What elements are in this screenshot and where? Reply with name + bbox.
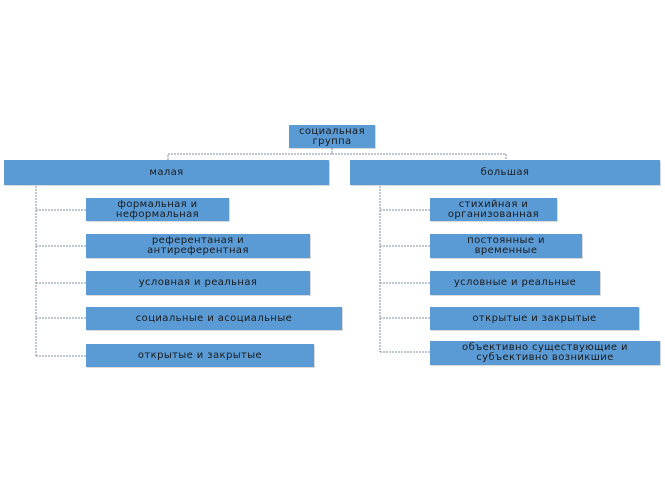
small-item-2-label: референтаная и антиреферентная — [147, 235, 249, 256]
root-label: социальная группа — [298, 125, 366, 147]
connector-root-small — [167, 148, 333, 160]
large-item-4: открытые и закрытые — [430, 307, 639, 330]
small-item-1-label: формальная и неформальная — [115, 198, 200, 220]
branch-small: малая — [4, 160, 329, 185]
small-item-4: социальные и асоциальные — [86, 307, 342, 330]
large-item-3: условные и реальные — [430, 271, 600, 295]
small-item-5-label: открытые и закрытые — [137, 349, 263, 361]
root-node: социальная группа — [289, 125, 375, 148]
large-item-4-label: открытые и закрытые — [472, 312, 597, 324]
large-item-2-label: постоянные и временные — [467, 235, 545, 256]
branch-large: большая — [350, 160, 660, 185]
large-item-1: стихийная и организованная — [430, 198, 557, 221]
large-item-5-label: объективно существующие и субъективно во… — [462, 342, 628, 363]
small-item-1: формальная и неформальная — [86, 198, 229, 221]
small-item-5: открытые и закрытые — [86, 344, 314, 367]
small-item-3-label: условная и реальная — [138, 277, 258, 288]
branch-small-label: малая — [149, 166, 184, 178]
large-item-2: постоянные и временные — [430, 234, 582, 258]
small-item-3: условная и реальная — [86, 271, 310, 295]
branch-large-label: большая — [480, 166, 530, 178]
large-item-5: объективно существующие и субъективно во… — [430, 341, 660, 365]
small-item-2: референтаная и антиреферентная — [86, 234, 310, 258]
large-item-1-label: стихийная и организованная — [447, 198, 540, 220]
small-item-4-label: социальные и асоциальные — [135, 312, 293, 324]
large-item-3-label: условные и реальные — [453, 277, 577, 288]
connector-root-large — [332, 153, 507, 160]
